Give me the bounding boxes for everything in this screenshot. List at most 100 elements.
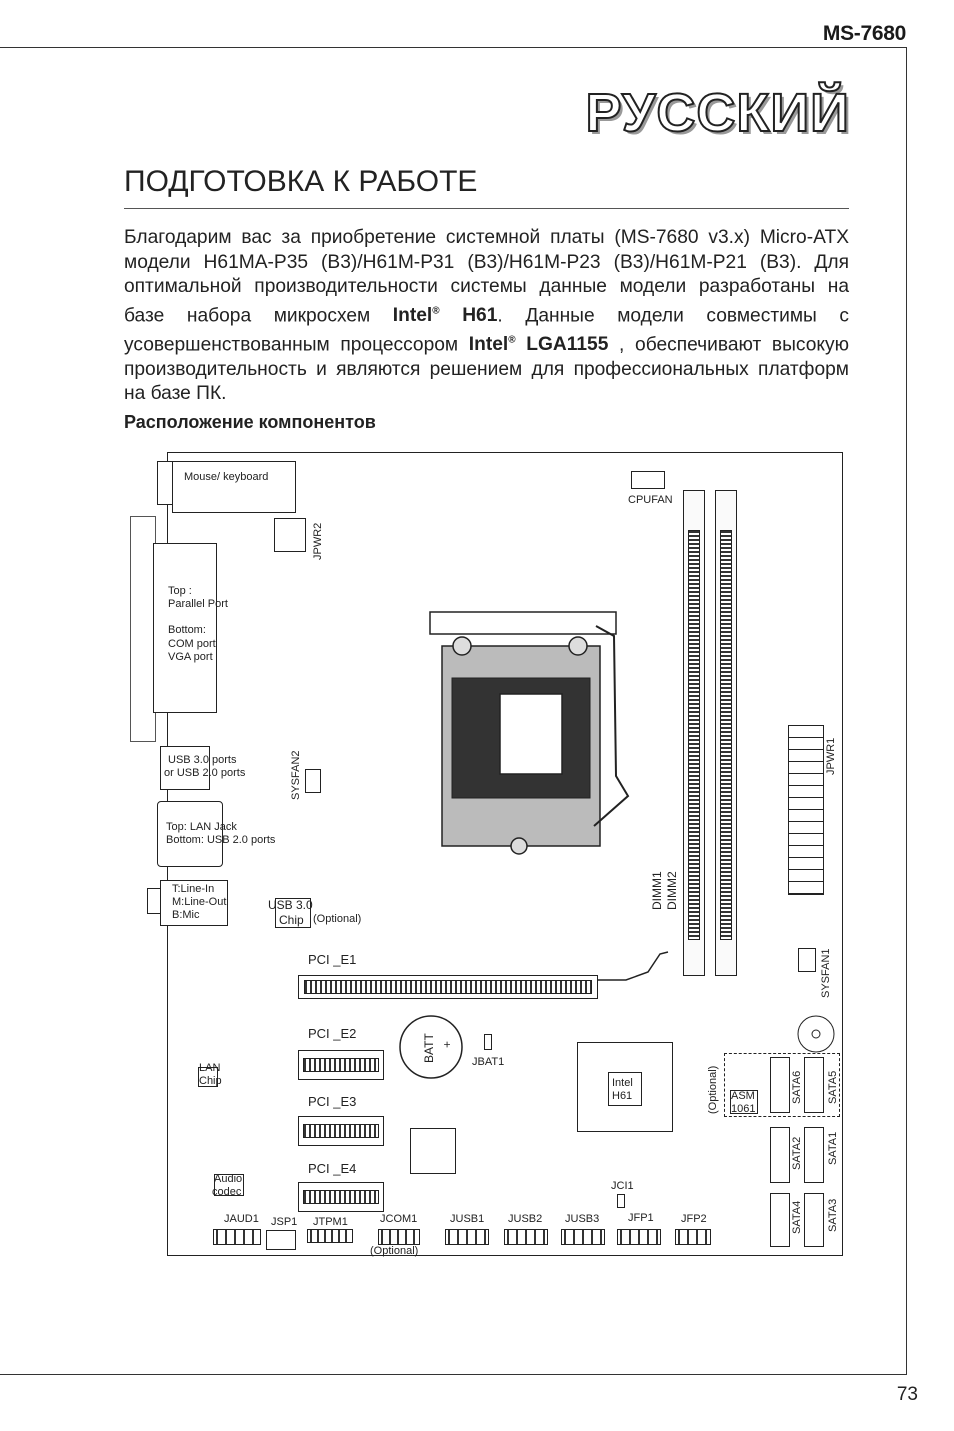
mouse-keyboard-port [172,461,296,513]
section-rule [124,208,849,209]
bottom-label: Bottom: [168,624,206,636]
mic-label: B:Mic [172,909,200,921]
com-port-label: COM port [168,638,216,650]
usb-ports [160,746,210,790]
jusb1-header [445,1229,489,1245]
intro-text-1: Благодарим вас за приобретение системной… [124,227,849,327]
frame-top-line [0,47,907,48]
jtpm1-label: JTPM1 [313,1216,348,1228]
sata4-label: SATA4 [791,1200,803,1234]
jfp1-header [617,1229,661,1245]
jusb2-header [504,1229,548,1245]
asm1061-optional-area [724,1053,840,1117]
lan-chip-label: LAN [199,1062,221,1074]
usb20-ports-label: or USB 2.0 ports [164,767,246,779]
model-number: MS-7680 [822,22,906,45]
sata6-label: SATA6 [791,1070,803,1104]
jaud1-label: JAUD1 [224,1213,259,1225]
jusb3-label: JUSB3 [565,1213,600,1225]
frame-right-line [906,47,907,1375]
jcom1-header [378,1229,420,1245]
lan-usb-port [157,801,223,867]
sysfan2-connector [305,769,321,793]
jaud1-header [213,1229,261,1245]
intel-brand-2: Intel® LGA1155 [468,334,609,356]
usb30-chip-label-2: Chip [279,913,304,927]
pci-e1-label: PCI _E1 [308,952,357,967]
dimm1-pins [688,530,700,940]
super-io-chip [410,1128,456,1174]
audio-codec-chip [214,1174,244,1196]
jsp1-header [266,1230,296,1250]
dimm1-label: DIMM1 [650,871,664,910]
dimm2-label: DIMM2 [665,871,679,910]
h61-chip-label: H61 [612,1090,633,1102]
section-title: ПОДГОТОВКА К РАБОТЕ [124,165,478,198]
jbat1-label: JBAT1 [472,1056,505,1068]
jcom1-label: JCOM1 [380,1213,418,1225]
jpwr1-connector [788,725,824,895]
jpwr1-label: JPWR1 [825,737,837,775]
sata3-label: SATA3 [827,1198,839,1232]
layout-subtitle: Расположение компонентов [124,412,376,432]
pci-e1-latch [598,951,669,981]
line-out-label: M:Line-Out [172,896,227,908]
jpwr2-connector [274,518,306,552]
dimm2-pins [720,530,732,940]
jsp1-label: JSP1 [271,1216,298,1228]
mouse-keyboard-label: Mouse/ keyboard [184,471,269,483]
sata4-connector [770,1193,790,1247]
sata3-connector [804,1193,824,1247]
usb30-chip-label: USB 3.0 [268,898,313,912]
jcom1-optional-label: (Optional) [370,1245,419,1257]
lan-usb-label: Bottom: USB 2.0 ports [166,834,276,846]
usb30-ports-label: USB 3.0 ports [168,754,237,766]
pci-e4-label: PCI _E4 [308,1161,357,1176]
intel-h61-chip [608,1072,642,1106]
jusb2-label: JUSB2 [508,1213,543,1225]
sysfan1-connector [798,948,816,972]
jci1-label: JCI1 [611,1180,634,1192]
cpufan-label: CPUFAN [628,494,673,506]
batt-label: BATT [422,1033,436,1063]
sata5-connector [804,1057,824,1113]
jbat1-jumper [484,1034,492,1050]
cpufan-connector [631,471,665,489]
lan-chip-label-2: Chip [199,1075,222,1087]
asm-label: ASM [731,1090,755,1102]
pci-e3-pins [303,1124,379,1138]
parallel-top-label: Top : [168,585,192,597]
intro-text-2: . Данные модели совместимы с усовершенст… [124,305,849,356]
batt-plus: + [440,1040,454,1048]
sata5-label: SATA5 [827,1070,839,1104]
sata6-connector [770,1057,790,1113]
vga-port-label: VGA port [168,651,213,663]
parallel-port-label: Parallel Port [168,598,228,610]
sysfan1-label: SYSFAN1 [820,948,832,998]
asm-1061-label: 1061 [731,1103,756,1115]
jci1-jumper [617,1194,625,1208]
pci-e4-pins [303,1190,379,1204]
audio-label: Audio [214,1173,243,1185]
sata2-label: SATA2 [791,1136,803,1170]
pci-e2-pins [303,1058,379,1072]
audio-jack-tab [147,888,161,914]
audio-jacks [160,880,228,926]
sata1-connector [804,1127,824,1183]
buzzer [797,1015,835,1053]
language-title: РУССКИЙ [585,82,850,144]
jusb1-label: JUSB1 [450,1213,485,1225]
codec-label: codec [212,1186,242,1198]
jusb3-header [561,1229,605,1245]
asm1061-chip [730,1090,758,1114]
pci-e2-label: PCI _E2 [308,1026,357,1041]
intel-chip-label: Intel [612,1077,633,1089]
battery [399,1015,463,1079]
parallel-com-vga-port [153,543,217,713]
jfp2-header [675,1229,711,1245]
pci-e1-pins [304,980,592,994]
sysfan2-label: SYSFAN2 [290,750,302,800]
pci-e3-label: PCI _E3 [308,1094,357,1109]
sata1-label: SATA1 [827,1131,839,1165]
jfp1-label: JFP1 [628,1212,654,1224]
